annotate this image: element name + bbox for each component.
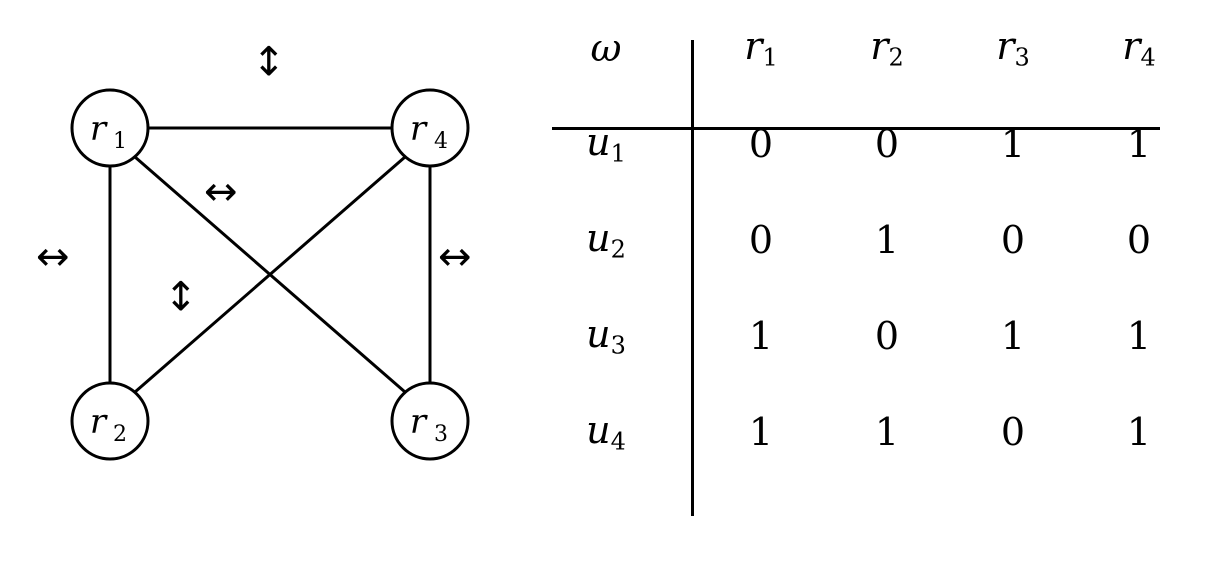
header-rule-gap <box>672 0 698 96</box>
table-header-row: ω r1 r2 r3 r4 <box>540 0 1202 96</box>
edge-layer <box>108 126 432 394</box>
row-header-u2-sub: 2 <box>610 235 626 264</box>
node-r2-circle[interactable] <box>70 381 150 461</box>
cell-u1-r4: 1 <box>1126 122 1152 166</box>
row-header-u2-base: u <box>586 216 611 261</box>
header-col-r3: r3 <box>950 0 1076 96</box>
graph-diagram: r 1 r 4 r 2 r 3 <box>70 88 470 461</box>
row-u2-gap <box>672 192 698 288</box>
cell-u2-r1: 0 <box>748 218 774 262</box>
cell-u1-r1: 0 <box>748 122 774 166</box>
header-col-r1-sub: 1 <box>762 43 778 72</box>
node-r2-sublabel: 2 <box>113 422 127 447</box>
header-col-r4-sub: 4 <box>1140 43 1156 72</box>
table-row: u3 1 0 1 1 <box>540 288 1202 384</box>
row-header-u4: u4 <box>540 384 672 480</box>
cell-u4-r4: 1 <box>1126 410 1152 454</box>
double-arrow-horizontal-icon-diagonal: ↔ <box>204 169 238 215</box>
header-col-r4: r4 <box>1076 0 1202 96</box>
node-r3-label: r <box>410 402 428 442</box>
cell-u3-r2: 0 <box>874 314 900 358</box>
header-col-r1-base: r <box>744 24 763 69</box>
cell-u2-r3: 0 <box>1000 218 1026 262</box>
node-r1-circle[interactable] <box>70 88 150 168</box>
row-header-u4-base: u <box>586 408 611 453</box>
double-arrow-vertical-icon-diagonal: ↕ <box>164 274 198 320</box>
cell-u1-r3: 1 <box>1000 122 1026 166</box>
row-u3-gap <box>672 288 698 384</box>
row-header-u3-sub: 3 <box>610 331 626 360</box>
cell-u4-r2: 1 <box>874 410 900 454</box>
row-header-u1-base: u <box>586 120 611 165</box>
table-header-rule <box>552 127 1160 130</box>
node-r4-circle[interactable] <box>390 88 470 168</box>
table-row: u4 1 1 0 1 <box>540 384 1202 480</box>
cell-u4-r3: 0 <box>1000 410 1026 454</box>
row-header-u3: u3 <box>540 288 672 384</box>
cell-u2-r2: 1 <box>874 218 900 262</box>
header-col-r4-base: r <box>1122 24 1141 69</box>
row-header-u2: u2 <box>540 192 672 288</box>
header-col-r3-sub: 3 <box>1014 43 1030 72</box>
row-header-u3-base: u <box>586 312 611 357</box>
node-layer: r 1 r 4 r 2 r 3 <box>70 88 470 461</box>
header-col-r2-base: r <box>870 24 889 69</box>
table-row: u1 0 0 1 1 <box>540 96 1202 192</box>
node-r1-label: r <box>90 109 108 149</box>
node-r4-label: r <box>410 109 428 149</box>
double-arrow-horizontal-icon-left: ↔ <box>36 234 70 280</box>
graph-panel: r 1 r 4 r 2 r 3 ↕ ↔ ↔ ↔ ↕ <box>0 0 540 579</box>
cell-u1-r2: 0 <box>874 122 900 166</box>
node-r3-sublabel: 3 <box>434 422 448 447</box>
row-header-u1-sub: 1 <box>610 139 626 168</box>
cell-u3-r1: 1 <box>748 314 774 358</box>
header-col-r3-base: r <box>996 24 1015 69</box>
table-vertical-rule <box>691 40 694 516</box>
cell-u4-r1: 1 <box>748 410 774 454</box>
header-omega: ω <box>590 26 622 70</box>
edge-r2-r4 <box>134 155 406 394</box>
header-col-r2-sub: 2 <box>888 43 904 72</box>
node-r2-label: r <box>90 402 108 442</box>
node-r4-sublabel: 4 <box>434 129 448 154</box>
node-r3-circle[interactable] <box>390 381 470 461</box>
header-col-r2: r2 <box>824 0 950 96</box>
cell-u3-r4: 1 <box>1126 314 1152 358</box>
row-u1-gap <box>672 96 698 192</box>
row-u4-gap <box>672 384 698 480</box>
double-arrow-horizontal-icon-right: ↔ <box>438 234 472 280</box>
cell-u2-r4: 0 <box>1126 218 1152 262</box>
matrix-table: ω r1 r2 r3 r4 u1 0 0 1 1 u2 <box>540 0 1202 480</box>
incidence-matrix-panel: ω r1 r2 r3 r4 u1 0 0 1 1 u2 <box>540 0 1223 579</box>
table-row: u2 0 1 0 0 <box>540 192 1202 288</box>
row-header-u4-sub: 4 <box>610 427 626 456</box>
header-col-r1: r1 <box>698 0 824 96</box>
double-arrow-vertical-icon-top: ↕ <box>252 39 286 85</box>
node-r1-sublabel: 1 <box>113 129 127 154</box>
row-header-u1: u1 <box>540 96 672 192</box>
cell-u3-r3: 1 <box>1000 314 1026 358</box>
